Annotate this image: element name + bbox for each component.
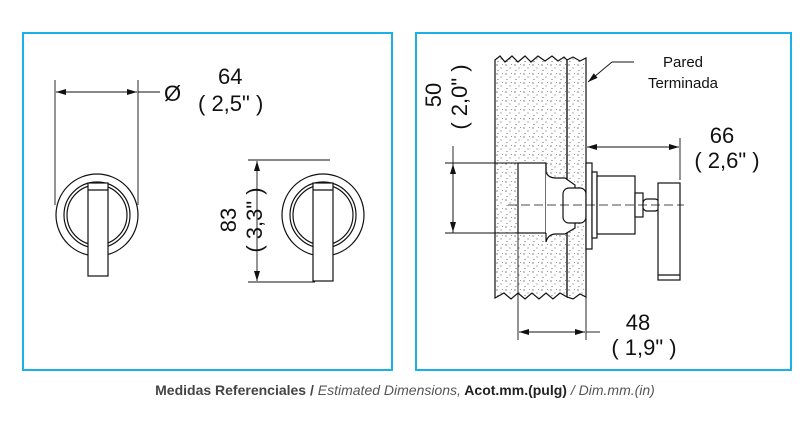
wall-label-1: Pared bbox=[663, 54, 703, 71]
depth-in: ( 1,9" ) bbox=[611, 335, 676, 360]
depth-mm: 48 bbox=[626, 310, 650, 335]
caption: Medidas Referenciales / Estimated Dimens… bbox=[0, 382, 810, 398]
front-view-panel bbox=[22, 32, 393, 371]
diameter-symbol: Ø bbox=[164, 81, 181, 106]
projection-in: ( 2,6" ) bbox=[694, 148, 759, 173]
box-height-mm: 50 bbox=[421, 83, 446, 107]
diameter-mm: 64 bbox=[218, 64, 242, 89]
caption-units-en: / Dim.mm.(in) bbox=[566, 382, 655, 398]
wall-section bbox=[494, 55, 587, 340]
valve-side bbox=[585, 162, 681, 281]
height-in: ( 3,3" ) bbox=[242, 187, 267, 252]
diameter-in: ( 2,5" ) bbox=[198, 91, 263, 116]
box-height-in: ( 2,0" ) bbox=[447, 64, 472, 129]
projection-mm: 66 bbox=[710, 123, 734, 148]
caption-es: Medidas Referenciales / bbox=[155, 382, 314, 398]
front-view-valve-2 bbox=[281, 173, 365, 282]
height-mm: 83 bbox=[216, 208, 241, 232]
front-view-valve bbox=[55, 173, 139, 277]
side-view-panel bbox=[415, 32, 792, 371]
caption-en: Estimated Dimensions, bbox=[313, 382, 461, 398]
wall-label-2: Terminada bbox=[648, 75, 719, 92]
caption-units-es: Acot.mm.(pulg) bbox=[460, 382, 567, 398]
